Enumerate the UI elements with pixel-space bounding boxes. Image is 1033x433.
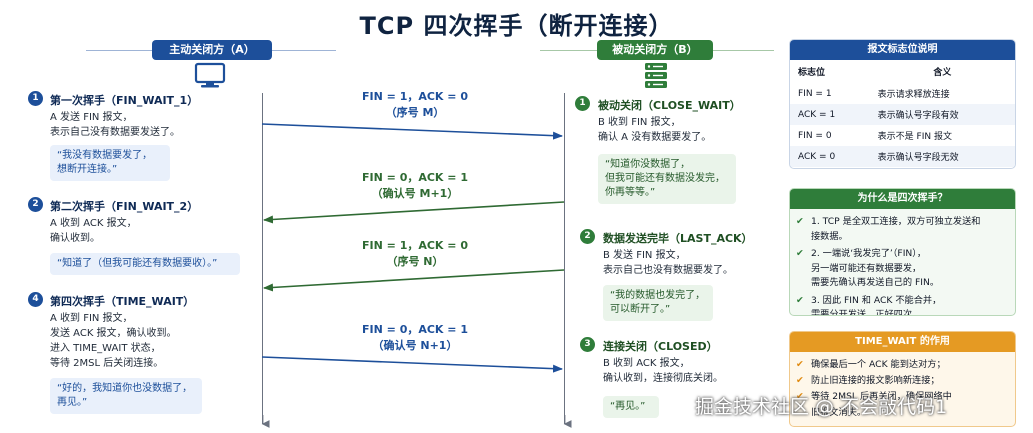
- list-item: 旧报文消失。: [811, 407, 867, 418]
- step-number-badge: 2: [28, 197, 43, 212]
- message-1-seq: （序号 M）: [385, 106, 445, 119]
- list-item: ✔3. 因此 FIN 和 ACK 不能合并， 需要分开发送，正好四次。: [796, 294, 942, 316]
- b-step-2-desc: B 发送 FIN 报文，表示自己也没有数据要发了。: [603, 250, 733, 276]
- b-step-2-quote: “我的数据也发完了，可以断开了。”: [603, 285, 713, 321]
- message-2-ack: （确认号 M+1）: [371, 187, 459, 200]
- step-number-badge: 4: [28, 292, 43, 307]
- why-panel-title: 为什么是四次挥手？: [790, 189, 1015, 209]
- message-2-flags: FIN = 0，ACK = 1: [362, 171, 468, 184]
- arrow-msg-2: [263, 201, 565, 224]
- step-2-title: 第二次挥手（FIN_WAIT_2）: [50, 200, 199, 213]
- arrow-msg-3: [263, 269, 565, 292]
- step-2-quote: “知道了（但我可能还有数据要收）。”: [50, 253, 240, 275]
- message-3-label: FIN = 1，ACK = 0 （序号 N）: [330, 238, 500, 270]
- check-icon: ✔: [796, 294, 804, 306]
- check-icon: ✔: [796, 248, 804, 259]
- server-icon: [645, 63, 667, 88]
- b-step-3-desc: B 收到 ACK 报文，确认收到，连接彻底关闭。: [603, 358, 723, 384]
- arrow-msg-1: [261, 123, 563, 140]
- list-item: ✔等待 2MSL 后再关闭，确保网络中: [796, 391, 952, 402]
- message-4-flags: FIN = 0，ACK = 1: [362, 323, 468, 336]
- arrow-msg-4: [261, 356, 563, 373]
- flags-panel-title: 报文标志位说明: [790, 40, 1015, 60]
- active-closer-label: 主动关闭方（A）: [152, 40, 272, 60]
- step-1-quote: “我没有数据要发了，想断开连接。”: [50, 145, 170, 181]
- message-1-label: FIN = 1，ACK = 0 （序号 M）: [330, 89, 500, 121]
- computer-icon: [194, 62, 226, 88]
- message-3-seq: （序号 N）: [386, 255, 444, 268]
- check-icon: ✔: [796, 375, 804, 386]
- step-number-badge: 3: [580, 337, 595, 352]
- message-3-flags: FIN = 1，ACK = 0: [362, 239, 468, 252]
- flags-header-flag: 标志位: [798, 68, 826, 78]
- step-2-desc: A 收到 ACK 报文，确认收到。: [50, 218, 137, 244]
- page-title: TCP 四次挥手（断开连接）: [359, 12, 674, 40]
- list-item: ✔2. 一端说‘我发完了’（FIN）， 另一端可能还有数据要发， 需要先确认再发…: [796, 248, 940, 288]
- message-4-ack: （确认号 N+1）: [372, 339, 458, 352]
- step-1-desc: A 发送 FIN 报文，表示自己没有数据要发送了。: [50, 112, 180, 138]
- passive-closer-label: 被动关闭方（B）: [597, 40, 713, 60]
- list-item: ✔确保最后一个 ACK 能到达对方；: [796, 359, 946, 370]
- check-icon: ✔: [796, 216, 804, 227]
- message-2-label: FIN = 0，ACK = 1 （确认号 M+1）: [330, 170, 500, 202]
- b-step-3-title: 连接关闭（CLOSED）: [603, 340, 718, 353]
- b-step-1-title: 被动关闭（CLOSE_WAIT）: [598, 99, 741, 112]
- flags-header-meaning: 含义: [933, 68, 952, 78]
- check-icon: ✔: [796, 391, 804, 402]
- time-wait-panel: TIME_WAIT 的作用 ✔确保最后一个 ACK 能到达对方； ✔防止旧连接的…: [789, 331, 1016, 427]
- step-number-badge: 1: [28, 91, 43, 106]
- time-wait-panel-title: TIME_WAIT 的作用: [790, 332, 1015, 352]
- lifeline-a: [262, 93, 263, 423]
- step-4-desc: A 收到 FIN 报文，发送 ACK 报文，确认收到。 进入 TIME_WAIT…: [50, 313, 177, 369]
- check-icon: ✔: [796, 359, 804, 370]
- lifeline-b: [564, 93, 565, 423]
- b-step-2-title: 数据发送完毕（LAST_ACK）: [603, 232, 753, 245]
- list-item: ✔1. TCP 是全双工连接，双方可独立发送和 接数据。: [796, 216, 981, 242]
- step-1-title: 第一次挥手（FIN_WAIT_1）: [50, 94, 199, 107]
- b-step-1-quote: “知道你没数据了，但我可能还有数据没发完，你再等等。”: [598, 154, 736, 204]
- why-four-way-panel: 为什么是四次挥手？ ✔1. TCP 是全双工连接，双方可独立发送和 接数据。 ✔…: [789, 188, 1016, 316]
- b-step-1-desc: B 收到 FIN 报文，确认 A 没有数据要发了。: [598, 117, 712, 143]
- list-item: ✔防止旧连接的报文影响新连接；: [796, 375, 940, 386]
- step-4-title: 第四次挥手（TIME_WAIT）: [50, 295, 195, 308]
- step-number-badge: 1: [575, 96, 590, 111]
- step-4-quote: “好的，我知道你也没数据了，再见。”: [50, 378, 202, 414]
- message-4-label: FIN = 0，ACK = 1 （确认号 N+1）: [330, 322, 500, 354]
- b-step-3-quote: “再见。”: [603, 396, 659, 418]
- watermark: 掘金技术社区 @ 不会敲代码1: [695, 396, 948, 418]
- step-number-badge: 2: [580, 229, 595, 244]
- message-1-flags: FIN = 1，ACK = 0: [362, 90, 468, 103]
